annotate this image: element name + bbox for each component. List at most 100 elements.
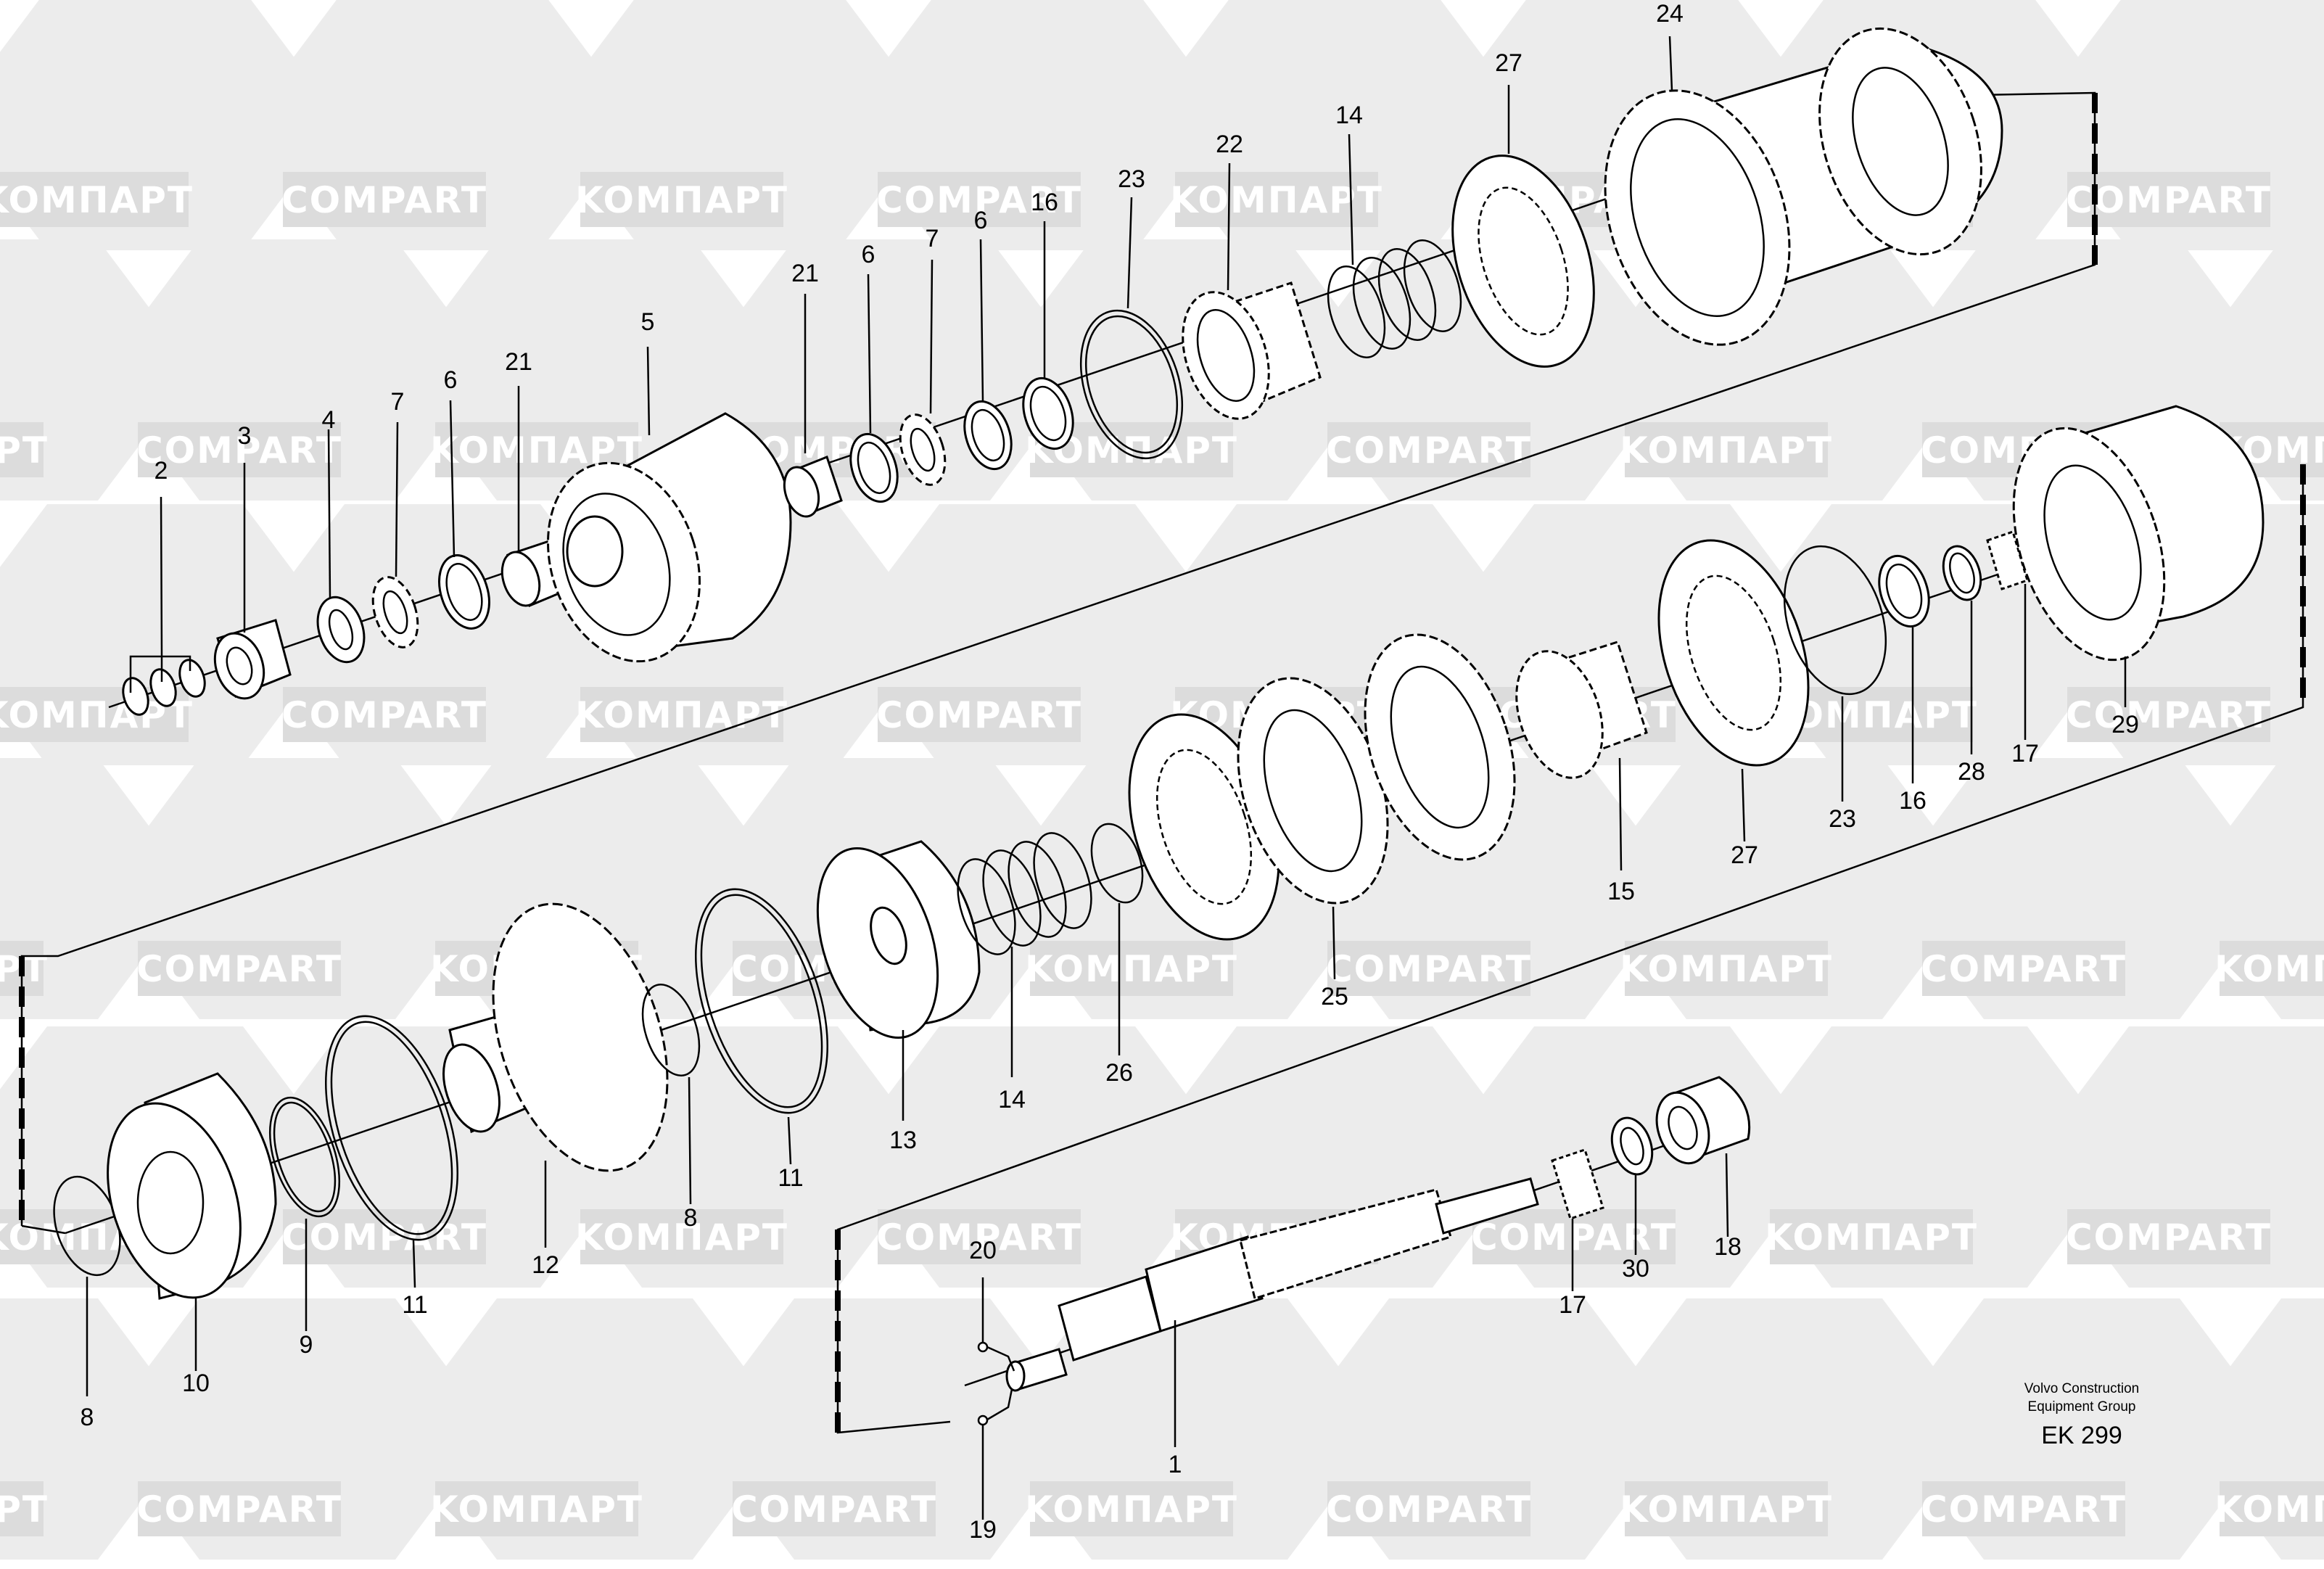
watermark-text: COMPART xyxy=(136,1488,342,1531)
callout-17: 17 xyxy=(2011,740,2039,767)
callout-11: 11 xyxy=(778,1164,803,1192)
watermark-band xyxy=(1922,1481,2125,1536)
callout-19: 19 xyxy=(969,1516,997,1544)
watermark-text: COMPART xyxy=(281,694,487,736)
maker-line-2: Equipment Group xyxy=(2028,1399,2136,1414)
watermark-band xyxy=(435,1481,638,1536)
callout-15: 15 xyxy=(1607,878,1635,905)
callout-16: 16 xyxy=(1899,787,1927,815)
watermark-text: KOMПАРТ xyxy=(1620,429,1833,471)
watermark-text: COMPART xyxy=(1921,1488,2127,1531)
watermark-text: COMPART xyxy=(2066,694,2272,736)
callout-23: 23 xyxy=(1829,805,1856,833)
callout-6: 6 xyxy=(974,207,988,234)
callout-24: 24 xyxy=(1656,0,1684,28)
watermark-text: KOMПАРТ xyxy=(1025,948,1238,990)
watermark-band xyxy=(1175,172,1378,227)
callout-25: 25 xyxy=(1321,983,1348,1010)
callout-17: 17 xyxy=(1559,1291,1586,1319)
watermark-band xyxy=(878,172,1081,227)
watermark-band xyxy=(733,1481,936,1536)
callout-13: 13 xyxy=(889,1127,917,1154)
watermark-text: COMPART xyxy=(1471,1216,1677,1259)
callout-9: 9 xyxy=(300,1331,313,1359)
callout-23: 23 xyxy=(1118,165,1145,193)
footer-block: Volvo Construction Equipment Group EK 29… xyxy=(2024,1381,2139,1449)
watermark-text: COMPART xyxy=(136,429,342,471)
callout-7: 7 xyxy=(391,388,405,416)
watermark-band xyxy=(1030,941,1233,996)
watermark-text: KOMПАРТ xyxy=(2214,1488,2324,1531)
callout-29: 29 xyxy=(2111,711,2139,738)
watermark-text: COMPART xyxy=(2066,179,2272,221)
watermark-text: KOMПАРТ xyxy=(1025,1488,1238,1531)
watermark-band xyxy=(1327,1481,1530,1536)
callout-5: 5 xyxy=(641,308,655,336)
watermark-band xyxy=(878,687,1081,742)
callout-27: 27 xyxy=(1495,49,1522,77)
watermark-band xyxy=(2067,172,2270,227)
watermark-band xyxy=(2067,687,2270,742)
watermark-text: COMPART xyxy=(1326,429,1532,471)
callout-6: 6 xyxy=(444,366,458,394)
watermark-band xyxy=(580,1209,783,1264)
watermark-text: COMPART xyxy=(876,694,1082,736)
watermark-text: COMPART xyxy=(136,948,342,990)
watermark-text: KOMПАРТ xyxy=(1170,179,1383,221)
watermark-text: KOMПАРТ xyxy=(0,429,49,471)
watermark-text: COMPART xyxy=(1326,948,1532,990)
watermark-text: COMPART xyxy=(731,1488,937,1531)
watermark-text: KOMПАРТ xyxy=(575,1216,788,1259)
callout-4: 4 xyxy=(322,406,336,434)
callout-22: 22 xyxy=(1216,131,1243,158)
watermark-band xyxy=(580,172,783,227)
callout-2: 2 xyxy=(154,457,168,485)
drawing-code: EK 299 xyxy=(2041,1422,2122,1449)
callout-14: 14 xyxy=(1335,102,1363,129)
watermark-band xyxy=(1770,1209,1973,1264)
callout-11: 11 xyxy=(402,1291,427,1319)
callout-6: 6 xyxy=(862,241,875,268)
watermark-band xyxy=(1625,1481,1828,1536)
callout-8: 8 xyxy=(684,1204,698,1232)
callout-30: 30 xyxy=(1622,1255,1649,1282)
watermark-band xyxy=(0,1481,44,1536)
watermark-band xyxy=(0,172,189,227)
watermark-text: KOMПАРТ xyxy=(0,1488,49,1531)
callout-21: 21 xyxy=(791,260,819,287)
watermark-band xyxy=(1922,941,2125,996)
callout-12: 12 xyxy=(532,1251,559,1279)
watermark-text: KOMПАРТ xyxy=(0,179,194,221)
watermark-band xyxy=(138,941,341,996)
watermark-band xyxy=(1030,1481,1233,1536)
watermark-text: KOMПАРТ xyxy=(2214,948,2324,990)
watermark-band xyxy=(1625,941,1828,996)
maker-line-1: Volvo Construction xyxy=(2024,1381,2139,1396)
watermark-text: COMPART xyxy=(281,1216,487,1259)
watermark-text: KOMПАРТ xyxy=(575,694,788,736)
callout-28: 28 xyxy=(1958,758,1985,786)
callout-3: 3 xyxy=(238,422,252,450)
diagram-linework xyxy=(19,27,2306,1434)
watermark-band xyxy=(878,1209,1081,1264)
watermark-text: COMPART xyxy=(1921,948,2127,990)
watermark-band xyxy=(283,687,486,742)
watermark-band xyxy=(138,422,341,477)
watermark-text: COMPART xyxy=(281,179,487,221)
callout-10: 10 xyxy=(182,1370,210,1397)
watermark-text: KOMПАРТ xyxy=(1620,948,1833,990)
watermark-band xyxy=(283,172,486,227)
callout-7: 7 xyxy=(926,225,939,252)
watermark-band xyxy=(2220,1481,2324,1536)
watermark-band xyxy=(0,422,44,477)
watermark-text: COMPART xyxy=(876,179,1082,221)
callout-20: 20 xyxy=(969,1237,997,1264)
callout-numbers: 1234566677889101111121314141516161717181… xyxy=(81,0,2139,1544)
callout-1: 1 xyxy=(1169,1451,1182,1478)
watermark-band xyxy=(2220,941,2324,996)
callout-26: 26 xyxy=(1105,1059,1133,1087)
watermark-text: KOMПАРТ xyxy=(575,179,788,221)
callout-16: 16 xyxy=(1031,189,1058,216)
watermark-text: KOMПАРТ xyxy=(430,1488,643,1531)
